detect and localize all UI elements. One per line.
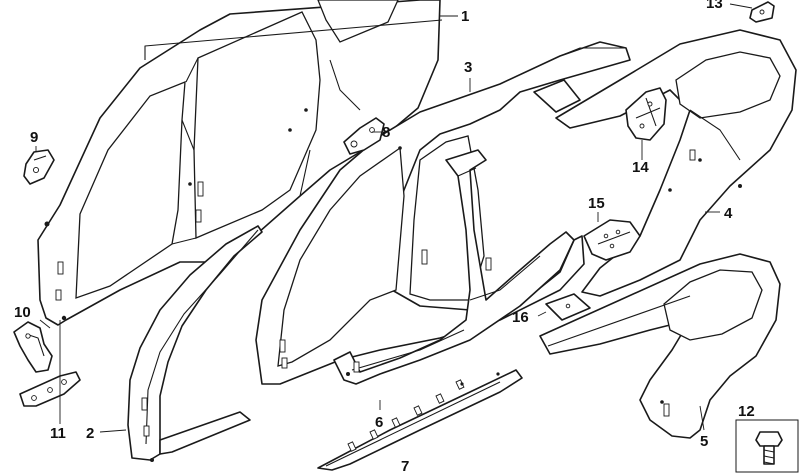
callout-8: 8	[382, 124, 390, 141]
callout-11: 11	[50, 425, 66, 442]
callout-15: 15	[588, 195, 605, 212]
part-13-clip	[749, 1, 775, 23]
callout-13: 13	[706, 0, 723, 12]
part-15-bracket	[583, 219, 641, 261]
callout-3: 3	[464, 59, 472, 76]
callout-5: 5	[700, 433, 708, 450]
callout-labels: 1 2 3 4 5 6 7 8 9 10 11 12 13 14 15 16	[14, 0, 755, 473]
callout-16: 16	[512, 309, 529, 326]
callout-2: 2	[86, 425, 94, 442]
part-2-a-pillar-frame	[127, 225, 263, 462]
callout-1: 1	[461, 8, 469, 25]
part-16-patch-plate	[545, 293, 591, 321]
callout-10: 10	[14, 304, 31, 321]
callout-9: 9	[30, 129, 38, 146]
part-7-sill-strip	[317, 369, 523, 471]
part-10-bracket	[13, 321, 53, 373]
callout-7: 7	[401, 458, 409, 473]
part-6-b-pillar-sill	[333, 149, 575, 385]
part-11-reinforcement-plate	[19, 371, 81, 407]
part-14-bracket	[625, 87, 667, 141]
part-1-side-frame-outer	[37, 0, 443, 326]
callout-4: 4	[724, 205, 733, 222]
part-9-bracket	[23, 149, 55, 185]
part-5-rear-quarter-inner	[539, 253, 781, 439]
part-4-rear-quarter-outer	[555, 29, 797, 297]
part-12-bolt	[735, 419, 799, 473]
callout-12: 12	[738, 403, 755, 420]
leader-lines	[35, 3, 753, 433]
callout-6: 6	[375, 414, 383, 431]
callout-14: 14	[632, 159, 649, 176]
